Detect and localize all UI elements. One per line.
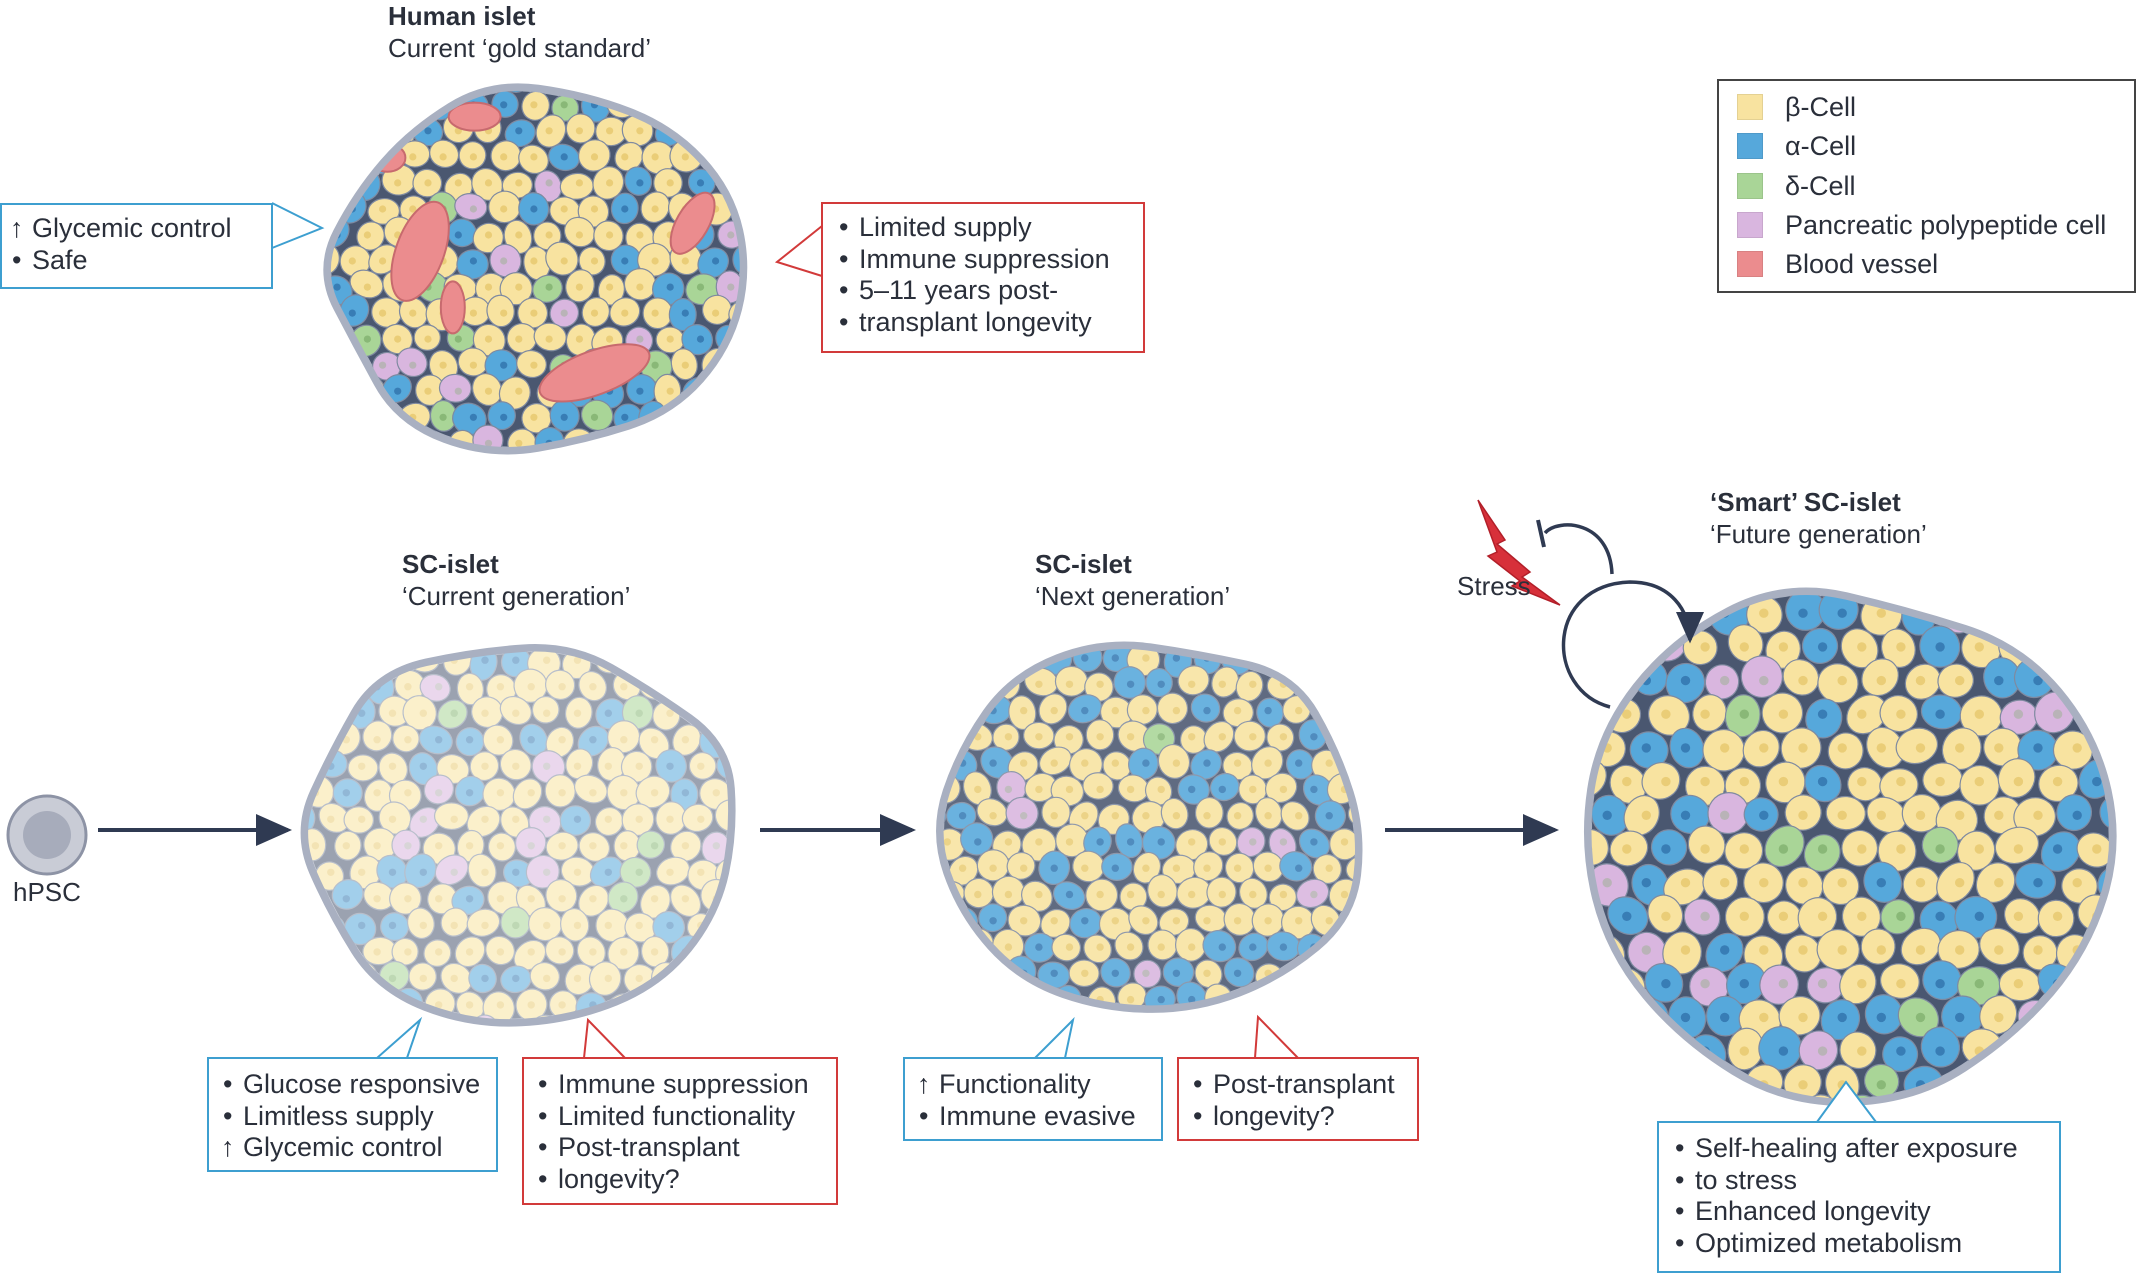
current-cons-item: Immune suppression: [536, 1069, 828, 1101]
human-cons-item: Immune suppression: [837, 244, 1133, 276]
legend-label-beta: β-Cell: [1785, 91, 1857, 122]
future-pros-item: Self-healing after exposure: [1673, 1133, 2051, 1165]
next-gen-title: SC-islet ‘Next generation’: [1035, 548, 1230, 612]
human-cons-item: 5–11 years post-: [837, 275, 1133, 307]
human-cons-item: Limited supply: [837, 212, 1133, 244]
legend-swatch-pp: [1737, 212, 1763, 238]
legend-label-vessel: Blood vessel: [1785, 248, 1939, 279]
legend-item-pp: Pancreatic polypeptide cell: [1737, 208, 2106, 242]
hpsc-cell: [6, 794, 88, 876]
human-islet-heading: Human islet: [388, 1, 536, 31]
next-gen-heading: SC-islet: [1035, 549, 1132, 579]
future-gen-islet-illustration: [1583, 587, 2117, 1106]
human-islet-illustration: [323, 83, 748, 455]
pointer-human-cons: [774, 225, 823, 277]
legend-item-vessel: Blood vessel: [1737, 247, 1938, 281]
human-pros-item: Safe: [10, 245, 263, 277]
current-gen-title: SC-islet ‘Current generation’: [402, 548, 630, 612]
human-islet-cons-box: Limited supply Immune suppression 5–11 y…: [821, 202, 1145, 353]
legend-label-alpha: α-Cell: [1785, 130, 1857, 161]
pointer-human-pros: [271, 202, 325, 249]
future-pros-item: Enhanced longevity: [1673, 1196, 2051, 1228]
future-pros-item: Optimized metabolism: [1673, 1228, 2051, 1260]
next-pros-item: Immune evasive: [917, 1101, 1153, 1133]
human-islet-title: Human islet Current ‘gold standard’: [388, 0, 651, 64]
pointer-next-cons: [1254, 1014, 1299, 1059]
future-pros-item-continued: to stress: [1673, 1165, 2051, 1197]
current-cons-item: Post-transplant: [536, 1132, 828, 1164]
stress-label: Stress: [1457, 571, 1531, 601]
next-cons-item-continued: longevity?: [1191, 1101, 1409, 1133]
current-cons-item: Limited functionality: [536, 1101, 828, 1133]
legend-item-beta: β-Cell: [1737, 90, 1856, 124]
current-gen-islet-illustration: [300, 644, 736, 1027]
human-cons-item-continued: transplant longevity: [837, 307, 1133, 339]
next-gen-cons-box: Post-transplant longevity?: [1177, 1057, 1419, 1141]
current-gen-subtitle: ‘Current generation’: [402, 581, 631, 611]
hpsc-label: hPSC: [13, 877, 81, 907]
next-cons-item: Post-transplant: [1191, 1069, 1409, 1101]
stress-lightning-icon: [1477, 499, 1561, 606]
legend-label-delta: δ-Cell: [1785, 170, 1856, 201]
current-pros-item: Glycemic control: [221, 1132, 488, 1164]
current-pros-item: Limitless supply: [221, 1101, 488, 1133]
current-cons-item-continued: longevity?: [536, 1164, 828, 1196]
legend-label-pp: Pancreatic polypeptide cell: [1785, 209, 2107, 240]
human-islet-pros-box: Glycemic control Safe: [0, 203, 273, 289]
legend-item-alpha: α-Cell: [1737, 129, 1856, 163]
pointer-next-pros: [1034, 1016, 1075, 1059]
next-gen-subtitle: ‘Next generation’: [1035, 581, 1231, 611]
cell-type-legend: β-Cell α-Cell δ-Cell Pancreatic polypept…: [1717, 79, 2136, 293]
inhibition-bar: [1536, 519, 1546, 548]
current-gen-cons-box: Immune suppression Limited functionality…: [522, 1057, 838, 1205]
human-islet-subtitle: Current ‘gold standard’: [388, 33, 652, 63]
pointer-current-cons: [583, 1017, 626, 1059]
human-pros-item: Glycemic control: [10, 213, 263, 245]
current-gen-pros-box: Glucose responsive Limitless supply Glyc…: [207, 1057, 498, 1172]
pointer-future-pros: [1816, 1080, 1877, 1123]
healing-loop-arrow: [1561, 580, 1704, 709]
pointer-current-pros: [376, 1016, 423, 1059]
legend-swatch-beta: [1737, 94, 1763, 120]
next-gen-pros-box: Functionality Immune evasive: [903, 1057, 1163, 1141]
future-gen-title: ‘Smart’ SC-islet ‘Future generation’: [1710, 486, 1927, 550]
future-gen-subtitle: ‘Future generation’: [1710, 519, 1927, 549]
future-gen-heading: ‘Smart’ SC-islet: [1710, 487, 1901, 517]
legend-swatch-vessel: [1737, 251, 1763, 277]
next-gen-islet-illustration: [936, 641, 1363, 1013]
future-gen-pros-box: Self-healing after exposure to stress En…: [1657, 1121, 2061, 1273]
legend-swatch-delta: [1737, 173, 1763, 199]
next-pros-item: Functionality: [917, 1069, 1153, 1101]
stress-feedback-arc: [1543, 523, 1614, 575]
legend-swatch-alpha: [1737, 133, 1763, 159]
current-gen-heading: SC-islet: [402, 549, 499, 579]
current-pros-item: Glucose responsive: [221, 1069, 488, 1101]
legend-item-delta: δ-Cell: [1737, 169, 1856, 203]
